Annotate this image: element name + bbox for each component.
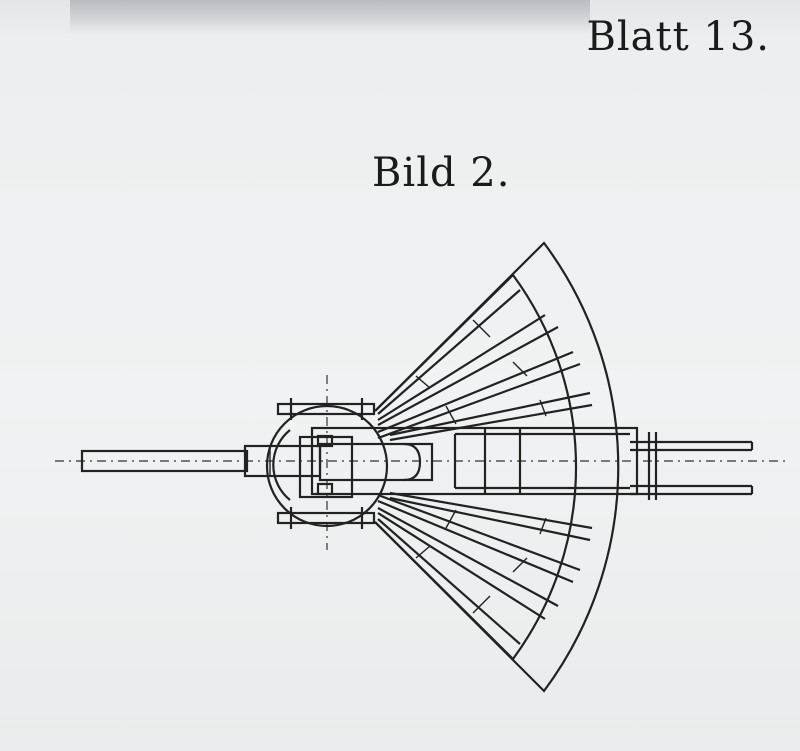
spoke — [377, 362, 581, 440]
spoke — [377, 493, 581, 572]
sector-spokes-lower — [374, 491, 593, 660]
spoke — [377, 499, 574, 584]
lug — [316, 482, 334, 496]
strut — [472, 319, 491, 338]
lug — [316, 434, 334, 448]
gun-barrel — [80, 444, 322, 478]
sector-outer-edge — [374, 241, 620, 693]
strut — [415, 375, 431, 389]
spoke — [377, 507, 559, 607]
figure-label: Bild 2. — [372, 150, 511, 196]
strut — [512, 361, 528, 377]
breech-curve — [403, 442, 422, 482]
top-bracket — [276, 402, 376, 416]
spoke — [389, 496, 591, 542]
spoke — [374, 521, 514, 660]
strut — [539, 517, 547, 535]
spoke — [389, 403, 593, 442]
spoke — [389, 491, 593, 530]
sector-spokes-upper — [374, 274, 593, 442]
spoke — [377, 314, 546, 421]
sector-inner-arc — [512, 274, 578, 660]
pivot-circle — [265, 404, 389, 528]
spoke — [377, 350, 574, 434]
breech-block — [318, 442, 434, 482]
strut — [539, 399, 547, 417]
barrel-reinforce — [243, 444, 322, 478]
scan-shadow — [70, 0, 590, 34]
sheet-label: Blatt 13. — [586, 14, 770, 60]
pivot-inner-arc — [272, 429, 291, 501]
gun-carriage — [310, 426, 639, 496]
strut — [445, 509, 457, 529]
strut — [445, 405, 457, 425]
cradle-outline — [310, 426, 639, 496]
barrel-muzzle-section — [80, 449, 249, 473]
strut — [415, 545, 431, 559]
spoke — [377, 289, 521, 415]
strut — [472, 595, 491, 614]
spoke — [377, 518, 521, 645]
trunnion-brackets — [276, 398, 376, 529]
spoke — [374, 274, 514, 412]
spoke — [377, 512, 546, 620]
strut — [512, 557, 528, 573]
bottom-bracket — [276, 511, 376, 525]
rear-rails — [630, 432, 754, 500]
spoke — [377, 326, 559, 426]
